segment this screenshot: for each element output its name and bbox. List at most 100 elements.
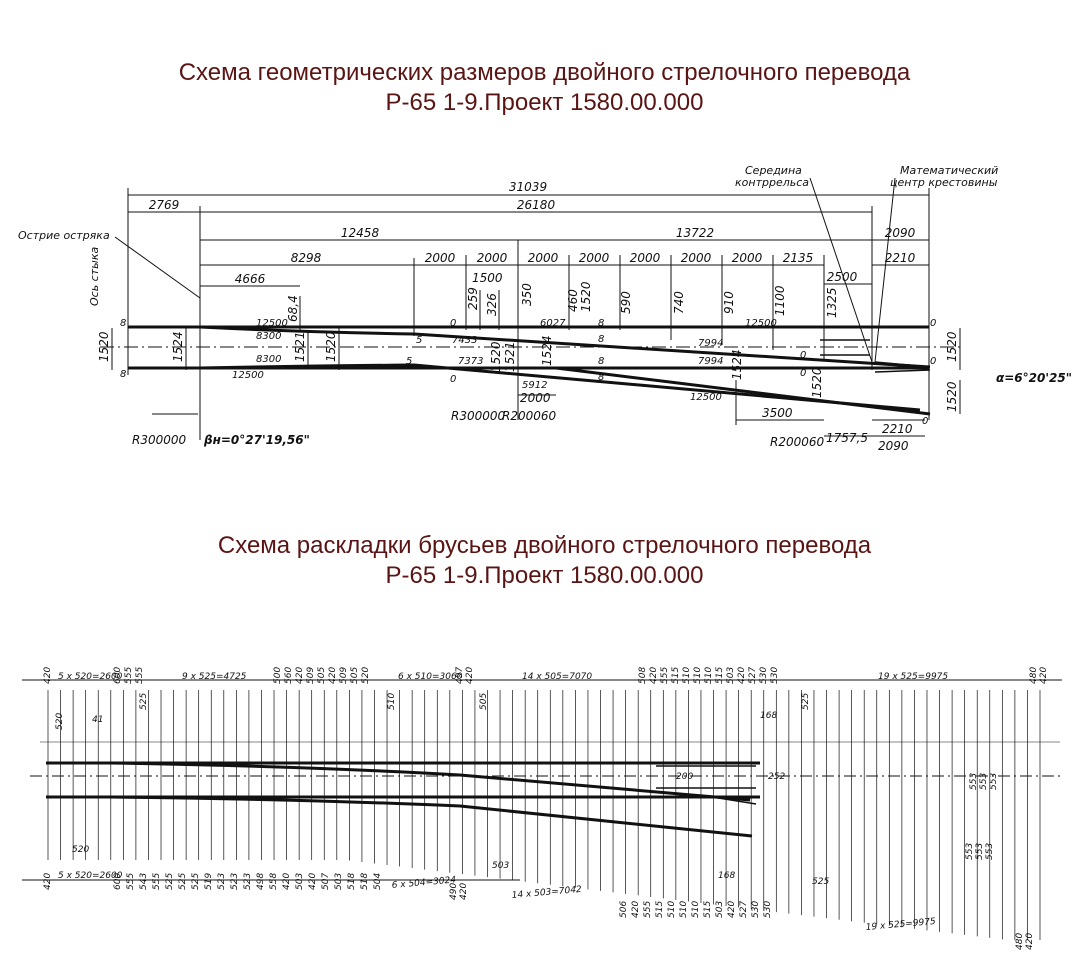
rail-2090: 2090: [878, 439, 909, 453]
top-spacing-b: 505: [350, 667, 360, 684]
mark-8-c: 8: [598, 318, 604, 329]
bottom-spacing-d: 510: [667, 901, 677, 918]
bottom-480-420: 480: [1015, 933, 1025, 950]
rail-7373: 7373: [458, 356, 483, 367]
gauge-1521: 1521: [293, 331, 307, 362]
top-spacing-b: 520: [361, 667, 371, 684]
dim-2090: 2090: [885, 226, 916, 240]
dim-553-top: 553: [979, 773, 989, 790]
top-spacing-b: 509: [306, 667, 316, 684]
rail-12500-c: 12500: [745, 318, 777, 329]
rail-8300-b: 8300: [256, 354, 281, 365]
dim-503: 503: [492, 861, 509, 871]
ord-740: 740: [672, 291, 686, 314]
bottom-spacing-d: 503: [715, 901, 725, 918]
top-spacing-d: 503: [726, 667, 736, 684]
mark-0-b: 0: [450, 374, 456, 385]
bottom-spacing-a: 525: [178, 873, 188, 890]
mark-0-f: 0: [930, 356, 936, 367]
top-spacing-a: 555: [124, 667, 134, 684]
label-joint-axis: Ось стыка: [88, 247, 101, 306]
label-beta: βн=0°27'19,56": [203, 433, 310, 447]
bottom-spacing-a: 507: [321, 873, 331, 890]
bottom-spacing-a: 518: [360, 873, 370, 890]
rail-8300-a: 8300: [256, 331, 281, 342]
dim-2000-d: 2000: [579, 251, 610, 265]
top-spacing-d: 515: [715, 667, 725, 684]
label-alpha: α=6°20'25": [996, 371, 1072, 385]
top-spacing-d: 555: [660, 667, 670, 684]
rail-7994-b: 7994: [698, 356, 723, 367]
bottom-spacing-d: 506: [619, 901, 629, 918]
bottom-spacing-a: 525: [165, 873, 175, 890]
rail-12500-b: 12500: [232, 370, 264, 381]
dim-520-bottom: 520: [72, 845, 89, 855]
dim-168-top: 168: [760, 711, 777, 721]
dim-2000-a: 2000: [425, 251, 456, 265]
bottom-group-4: 14 x 503=7042: [511, 885, 582, 901]
rails: [128, 325, 931, 416]
ord-1520: 1520: [579, 281, 593, 312]
label-point-tip: Острие остряка: [18, 229, 110, 242]
dim-2135: 2135: [783, 251, 814, 265]
rail-6027: 6027: [540, 318, 566, 329]
rail-12500-a: 12500: [256, 318, 288, 329]
top-420-left: 420: [43, 667, 53, 684]
bottom-spacing-d: 530: [751, 901, 761, 918]
bottom-spacing-a: 420: [308, 873, 318, 890]
gauge-1521-b: 1521: [503, 341, 517, 372]
top-spacing-c: 497: [455, 667, 465, 684]
bottom-group-5: 19 x 525=9975: [865, 917, 936, 933]
bottom-420-left: 420: [43, 873, 53, 890]
dim-2000-f: 2000: [681, 251, 712, 265]
rail-7433: 7433: [452, 335, 477, 346]
top-spacing-d: 510: [704, 667, 714, 684]
diagram2-title-line1: Схема раскладки брусьев двойного стрелоч…: [217, 532, 872, 559]
dim-41: 41: [92, 715, 103, 725]
label-frog-center-2: центр крестовины: [890, 176, 998, 189]
mark-8-f: 8: [598, 372, 604, 383]
bottom-spacing-a: 519: [204, 873, 214, 890]
bottom-spacing-a: 420: [282, 873, 292, 890]
radius-r300000-a: R300000: [451, 409, 506, 423]
label-guard-rail-2: контррельса: [735, 176, 809, 189]
dim-2000-b: 2000: [477, 251, 508, 265]
bottom-spacing-a: 555: [152, 873, 162, 890]
mark-0-g: 0: [922, 416, 928, 427]
dim-26180: 26180: [517, 198, 556, 212]
bottom-490-420: 420: [459, 883, 469, 900]
top-spacing-b: 505: [317, 667, 327, 684]
gauge-1520-right: 1520: [945, 331, 959, 362]
rail-2000: 2000: [520, 391, 551, 405]
top-505: 505: [479, 693, 489, 710]
label-frog-center-1: Математический: [900, 164, 998, 177]
ord-590: 590: [619, 291, 633, 314]
bottom-spacing-a: 503: [295, 873, 305, 890]
bottom-spacing-a: 558: [269, 873, 279, 890]
bottom-480-420: 420: [1025, 933, 1035, 950]
top-spacing-d: 515: [671, 667, 681, 684]
mark-0-c: 0: [800, 350, 806, 361]
top-spacing-c: 420: [465, 667, 475, 684]
mark-0-e: 0: [930, 318, 936, 329]
ord-259: 259: [466, 287, 480, 310]
radius-r200060-a: R200060: [502, 409, 557, 423]
dim-553-top: 553: [969, 773, 979, 790]
bottom-spacing-a: 498: [256, 873, 266, 890]
gauge-1520-c: 1520: [489, 341, 503, 372]
dim-553-bottom: 553: [975, 843, 985, 860]
diagram1-title-line1: Схема геометрических размеров двойного с…: [178, 59, 911, 86]
mark-8-b: 8: [120, 369, 126, 380]
mark-8-e: 8: [598, 356, 604, 367]
ord-326: 326: [485, 293, 499, 316]
dim-553-bottom: 553: [985, 843, 995, 860]
dim-overall: 31039: [509, 180, 547, 194]
bottom-group-3: 6 x 504=3024: [391, 875, 456, 891]
bottom-spacing-d: 515: [655, 901, 665, 918]
diagram2-title-line2: Р-65 1-9.Проект 1580.00.000: [385, 562, 704, 589]
ord-1325: 1325: [825, 287, 839, 318]
dim-2769: 2769: [149, 198, 180, 212]
bottom-spacing-d: 515: [703, 901, 713, 918]
